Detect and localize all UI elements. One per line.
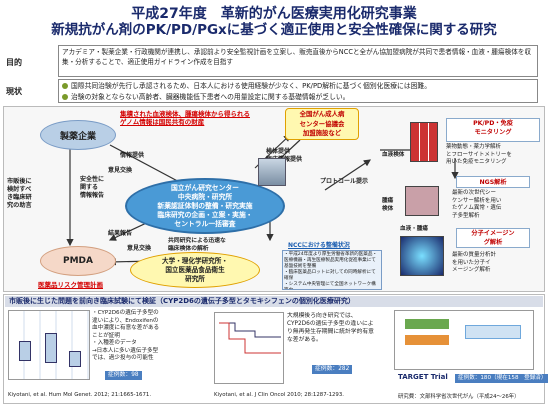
ncc-status-title: NCCにおける整備状況 xyxy=(288,242,350,249)
trial-diagram-image xyxy=(394,310,534,370)
tumor-label: 腫瘍 検体 xyxy=(382,198,394,212)
blood-label: 血液検体 xyxy=(382,152,405,158)
bullet-icon xyxy=(62,83,68,89)
genome-note: 集積された血液検体、腫瘍検体から得られる ゲノム情報は国民共有の財産 xyxy=(120,110,250,126)
status-item-text: 治験の対象とならない高齢者、臓器機能低下患者への用量設定に関する基礎情報が乏しい… xyxy=(71,93,350,101)
status-item: 国際共同治験が先行し承認されるため、日本人における使用経験が少なく、PK/PD解… xyxy=(62,81,534,92)
purpose-label: 目的 xyxy=(6,58,22,67)
info-provide-label: 情報提供 xyxy=(120,152,145,159)
title-line1: 平成27年度 革新的がん医療実用化研究事業 xyxy=(131,6,417,22)
purpose-box: アカデミア・製薬企業・行政機関が連携し、承認前より安全監視計画を立案し、販売直後… xyxy=(58,45,538,77)
imaging-description: 最新の質量分析計 を用いた分子イ メージング解析 xyxy=(452,252,497,273)
panel3-badge: 症例数：180（現在158 登録済） xyxy=(455,374,548,383)
ncc-status-box: ・平成24年度より厚生労働省革新的医薬品・医療機器・再生医療製品実用化促進事業に… xyxy=(282,250,382,290)
imaging-sample-image xyxy=(400,236,444,276)
joint-research-label: 共同研究による迅速な 臨床検体の解析 xyxy=(168,238,226,252)
panel2-text: 大規模後ろ向き研究では、CYP2D6の遺伝子多型の違いにより無再発生存期間に統計… xyxy=(287,313,374,343)
boxplot-image xyxy=(8,310,90,380)
panel1-ref: Kiyotani, et al. Hum Mol Genet. 2012; 21… xyxy=(8,392,152,398)
imaging-title: 分子イメージン グ解析 xyxy=(456,228,530,248)
ncc-node: 国立がん研究センター 中央病院・研究所 新薬認証体制の整備・研究実施 臨床研究の… xyxy=(125,178,285,234)
bullet-icon xyxy=(62,94,68,100)
bottom-banner: 市販後に生じた問題を前向き臨床試験にて検証（CYP2D6の遺伝子多型とタモキシフ… xyxy=(5,296,543,307)
pmda-node: PMDA xyxy=(40,246,116,276)
panel3-ref: 研究費：文部科学省次世代がん（平成24〜26年） xyxy=(398,394,520,400)
ngs-description: 最新の次世代シー ケンサー解析を用い たゲノム異常・遺伝 子多型解析 xyxy=(452,190,502,219)
survival-curve-image xyxy=(214,312,284,384)
ngs-title: NGS解析 xyxy=(456,176,530,188)
blood-tumor-label: 血液・腫瘍 xyxy=(400,226,428,232)
ncc-building-image xyxy=(258,158,286,186)
pkpd-description: 薬物動態・薬力学解析 とフローサイトメトリーを 用いた免疫モニタリング xyxy=(446,144,512,165)
panel1-text: ・CYP2D6の遺伝子多型の違いにより、Endoxifenの血中濃度に有意な差が… xyxy=(92,310,160,361)
title-line2: 新規抗がん剤のPK/PD/PGxに基づく適正使用と安全性確保に関する研究 xyxy=(51,22,497,38)
panel1-badge: 症例数：98 xyxy=(105,371,142,380)
pkpd-title: PK/PD・免疫 モニタリング xyxy=(446,118,540,142)
university-node: 大学・理化学研究所・ 国立医薬品食品衛生 研究所 xyxy=(130,252,260,288)
panel2-ref: Kiyotani, et al. J Clin Oncol 2010; 28:1… xyxy=(214,392,344,398)
safety-report-label: 安全性に 関する 情報報告 xyxy=(80,176,105,199)
status-item-text: 国際共同治験が先行し承認されるため、日本人における使用経験が少なく、PK/PD解… xyxy=(71,82,432,90)
status-label: 現状 xyxy=(6,87,22,96)
pharma-node: 製薬企業 xyxy=(40,120,116,150)
status-box: 国際共同治験が先行し承認されるため、日本人における使用経験が少なく、PK/PD解… xyxy=(58,79,538,103)
protocol-label: プロトコール提示 xyxy=(320,178,369,185)
exchange-label: 意見交換 xyxy=(108,167,133,174)
result-report-label: 結果報告 xyxy=(108,230,133,237)
pmda-subtitle: 医薬品リスク管理計画 xyxy=(38,281,103,289)
exchange2-label: 意見交換 xyxy=(127,245,152,252)
survival-curve xyxy=(219,322,281,354)
panel2-badge: 症例数：282 xyxy=(312,365,353,374)
trial-label: TARGET Trial xyxy=(398,373,448,381)
tumor-sample-image xyxy=(405,186,439,216)
status-item: 治験の対象とならない高齢者、臓器機能低下患者への用量設定に関する基礎情報が乏しい… xyxy=(62,92,534,103)
blood-sample-image xyxy=(410,122,438,162)
advice-label: 市販後に 検討すべ き臨床研 究の助言 xyxy=(7,178,32,209)
hospitals-node: 全国がん成人病 センター協議会 加盟施設など xyxy=(285,108,359,140)
